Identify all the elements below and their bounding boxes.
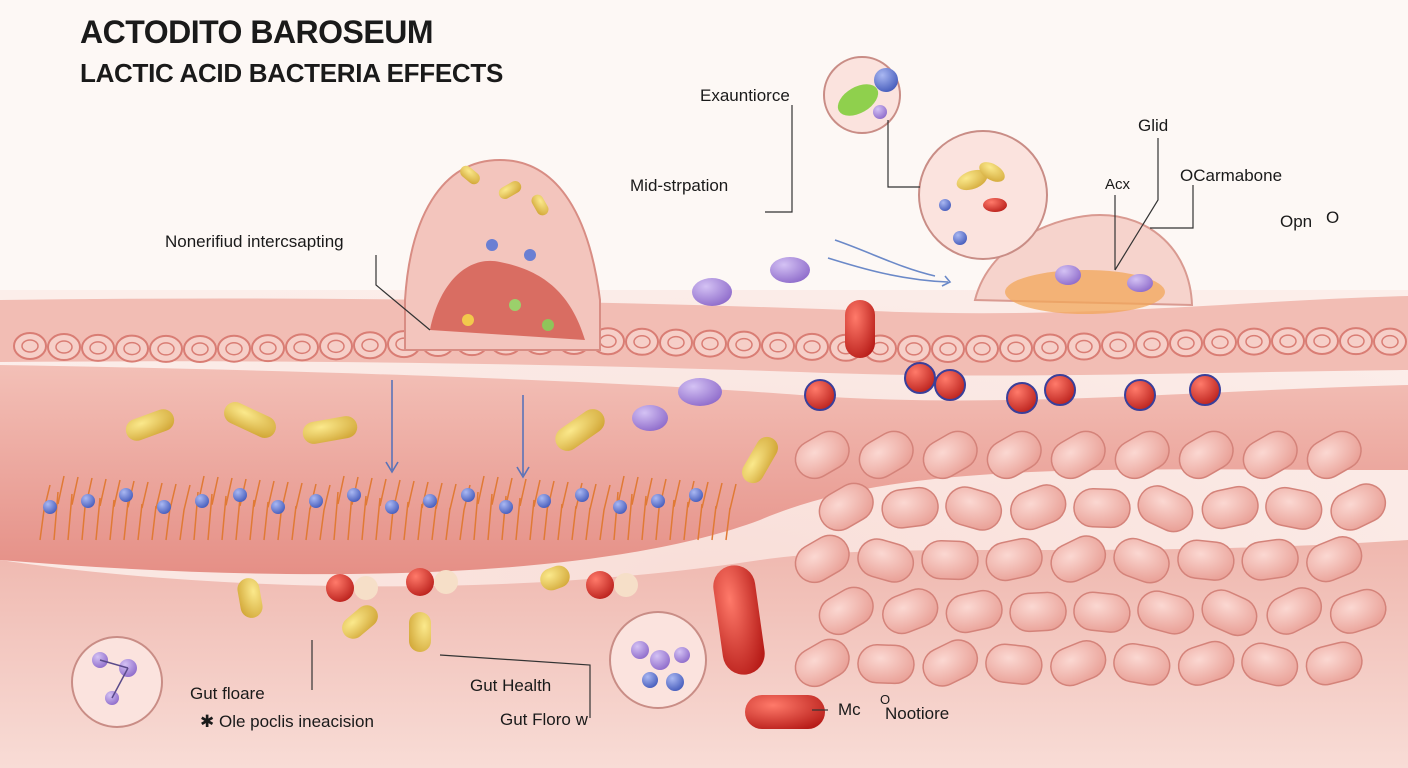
label-acx: Acx — [1105, 176, 1131, 193]
dome-pool — [1005, 270, 1165, 314]
label-mc: Mc — [838, 700, 861, 719]
label-nonerifiud: Nonerifiud intercsapting — [165, 232, 344, 251]
leader-lines — [311, 105, 1194, 718]
red-bacterium-bottom — [745, 695, 825, 729]
label-glid: Glid — [1138, 116, 1169, 135]
label-o: O — [1326, 208, 1340, 227]
inset-circle-mid — [918, 130, 1048, 260]
microbe-glyph-icon: ✱ — [200, 712, 219, 731]
label-exauntiorce: Exauntiorce — [700, 86, 790, 105]
label-gut-health: Gut Health — [470, 676, 552, 695]
label-nootiore: Nootiore — [885, 704, 950, 723]
intestine-loops — [794, 430, 1387, 688]
mucosa-layer — [0, 365, 1408, 575]
red-bacterium-mid — [845, 300, 875, 358]
label-ocarmabone: OCarmabone — [1180, 166, 1283, 185]
label-gut-floro: Gut Floro w — [500, 710, 588, 729]
flow-arrows — [385, 239, 952, 479]
bacteria-cluster — [43, 165, 1221, 652]
green-bacterium — [837, 84, 879, 116]
red-bacterium-large — [713, 565, 765, 675]
label-o-small: O — [880, 692, 891, 707]
label-opn: Opn — [1280, 212, 1313, 231]
page-title: ACTODITO BAROSEUM — [80, 14, 434, 50]
villi-fibers — [39, 475, 737, 541]
label-gut-floare: Gut floare — [190, 684, 265, 703]
inset-circle-left — [71, 636, 163, 728]
label-mid-strpation: Mid-strpation — [630, 176, 729, 195]
page-subtitle: LACTIC ACID BACTERIA EFFECTS — [80, 58, 503, 88]
label-ole-poclis: ✱ Ole poclis ineacision — [200, 712, 374, 731]
